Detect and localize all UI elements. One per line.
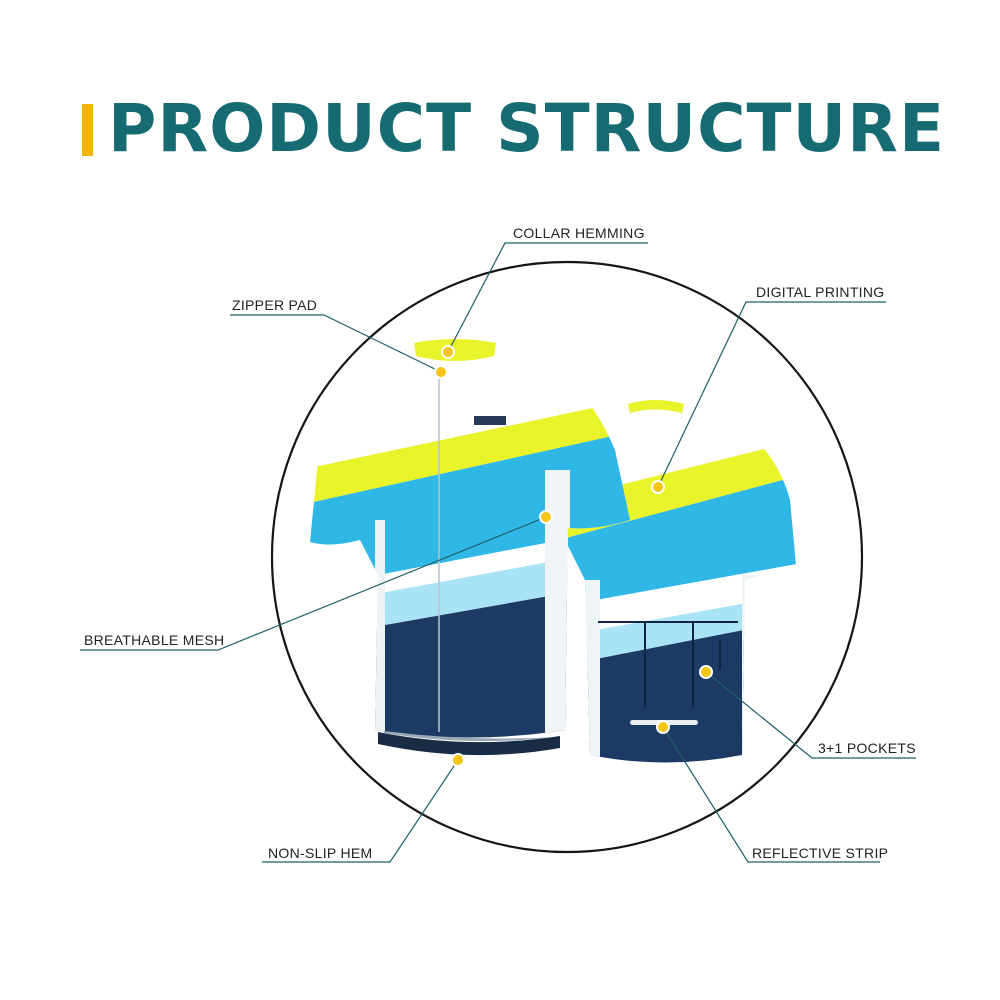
non-slip-hem-band <box>378 732 560 756</box>
leader-collar-hemming <box>447 242 648 353</box>
marker-breathable-mesh <box>539 510 553 524</box>
label-collar-hemming: COLLAR HEMMING <box>513 225 645 241</box>
leader-lines <box>80 242 916 863</box>
product-frame-circle <box>270 260 864 854</box>
marker-digital-printing <box>651 480 665 494</box>
leader-non-slip-hem <box>262 759 459 863</box>
title-accent-bar <box>82 104 93 156</box>
label-zipper-pad: ZIPPER PAD <box>232 297 318 313</box>
hem-inner-lining <box>384 731 556 742</box>
label-breathable-mesh: BREATHABLE MESH <box>84 632 225 648</box>
brand-logo-patch <box>474 416 506 425</box>
leader-zipper-pad <box>230 314 442 373</box>
marker-zipper-pad <box>434 365 448 379</box>
label-non-slip-hem: NON-SLIP HEM <box>268 845 373 861</box>
label-reflective-strip: REFLECTIVE STRIP <box>752 845 889 861</box>
page-title: PRODUCT STRUCTURE <box>108 90 946 167</box>
label-digital-printing: DIGITAL PRINTING <box>756 284 885 300</box>
callout-markers <box>434 345 713 767</box>
marker-collar-hemming <box>441 345 455 359</box>
front-collar <box>414 339 496 361</box>
back-collar <box>628 400 684 413</box>
marker-pockets <box>699 665 713 679</box>
leader-pockets <box>705 671 916 759</box>
marker-non-slip-hem <box>451 753 465 767</box>
label-pockets: 3+1 POCKETS <box>818 740 916 756</box>
leader-digital-printing <box>657 301 886 488</box>
back-pocket-seams <box>598 621 738 708</box>
leader-breathable-mesh <box>80 516 547 651</box>
marker-reflective-strip <box>656 720 670 734</box>
leader-reflective-strip <box>662 726 880 863</box>
